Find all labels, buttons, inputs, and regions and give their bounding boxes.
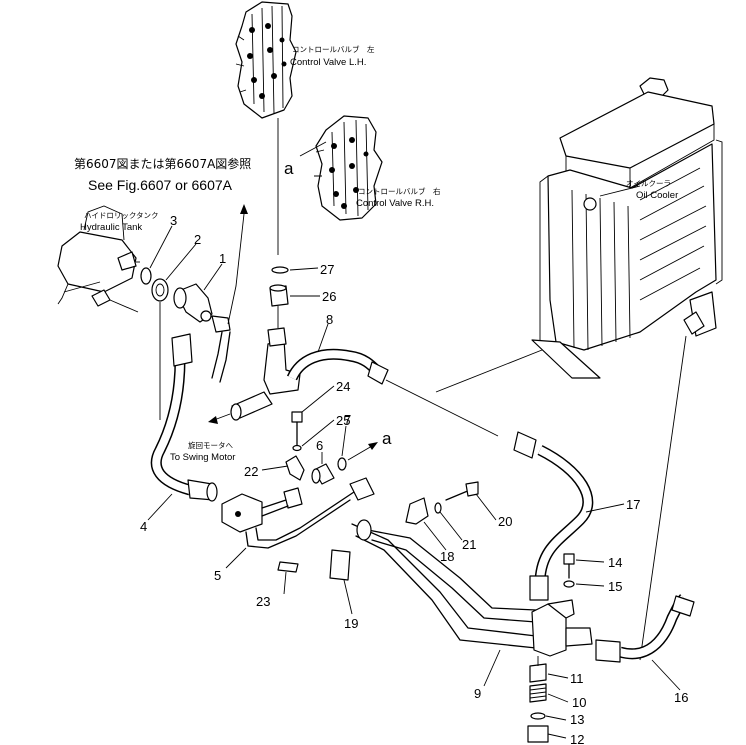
bolt-14 [563, 553, 575, 579]
adapter-26 [269, 284, 289, 328]
labels: 第6607図または第6607A図参照 See Fig.6607 or 6607A… [74, 44, 678, 463]
part-number: 20 [498, 514, 512, 529]
tank-label-en: Hydraulic Tank [80, 222, 142, 233]
clamp-22 [285, 455, 305, 481]
part-number: 19 [344, 616, 358, 631]
part-number: 1 [219, 251, 226, 266]
tank-label-jp: ハイドロリックタンク [84, 211, 159, 220]
swing-label-jp: 旋回モータへ [188, 440, 233, 450]
o-ring-13 [530, 712, 546, 720]
control-valve-rh [314, 115, 383, 221]
part-number: 21 [462, 537, 476, 552]
washer-21 [434, 502, 442, 514]
plate-23 [277, 561, 299, 573]
part-number: 2 [194, 232, 201, 247]
tee-fitting [208, 327, 301, 424]
part-number: 6 [316, 438, 323, 453]
part-number: 27 [320, 262, 334, 277]
part-number: 4 [140, 519, 147, 534]
part-number: 15 [608, 579, 622, 594]
fig-ref-jp: 第6607図または第6607A図参照 [74, 156, 251, 171]
part-number: 24 [336, 379, 350, 394]
part-number: 26 [322, 289, 336, 304]
washer-15 [563, 580, 575, 588]
ref-letter-a-top: a [284, 159, 294, 178]
part-number: 23 [256, 594, 270, 609]
part-number: 14 [608, 555, 622, 570]
part-number: 13 [570, 712, 584, 727]
part-number: 8 [326, 312, 333, 327]
clamp-18 [405, 497, 429, 525]
callout-leaders [147, 141, 681, 739]
connector-6 [311, 463, 335, 485]
hose-17 [513, 431, 594, 601]
plug-12 [527, 725, 549, 743]
control-valve-lh [235, 1, 297, 119]
part-number: 10 [572, 695, 586, 710]
cooler-label-jp: オイルクーラ [626, 179, 671, 188]
cv-rh-label-jp: コントロールバルブ 右 [358, 186, 441, 196]
swing-label-en: To Swing Motor [170, 452, 235, 463]
part-number: 12 [570, 732, 584, 745]
part-number: 3 [170, 213, 177, 228]
hose-16 [595, 594, 695, 663]
cv-lh-label-jp: コントロールバルブ 左 [292, 44, 375, 54]
part-number: 22 [244, 464, 258, 479]
part-number: 25 [336, 413, 350, 428]
tubes-9 [351, 519, 537, 649]
bolt-20 [445, 481, 479, 501]
hydraulic-tank [57, 205, 140, 313]
part-number: 11 [570, 671, 584, 686]
plate-19 [329, 549, 351, 581]
part-number: 18 [440, 549, 454, 564]
cooler-label-en: Oil Cooler [636, 190, 678, 201]
elbow-1 [173, 283, 231, 333]
adapter-11 [529, 663, 547, 683]
cv-rh-label-en: Control Valve R.H. [356, 198, 434, 209]
part-number: 17 [626, 497, 640, 512]
block-manifold [531, 599, 593, 657]
part-number: 5 [214, 568, 221, 583]
bolt-24 [291, 411, 303, 447]
part-number: 9 [474, 686, 481, 701]
tube-5 [221, 477, 375, 549]
part-number: 7 [344, 412, 351, 427]
part-number: 16 [674, 690, 688, 705]
o-ring-3 [140, 267, 152, 285]
hose-4 [150, 333, 218, 502]
fig-ref-en: See Fig.6607 or 6607A [88, 177, 233, 193]
cv-lh-label-en: Control Valve L.H. [290, 57, 366, 68]
part-numbers: 1 2 3 4 5 6 7 8 9 10 11 12 13 14 15 16 1… [140, 213, 688, 745]
o-ring-7 [337, 457, 347, 471]
hose-8 [286, 348, 389, 385]
ref-letter-a-bottom: a [382, 429, 392, 448]
adapter-2 [151, 278, 169, 302]
washer-25 [292, 444, 302, 452]
o-ring-27 [271, 266, 289, 274]
oil-cooler [531, 77, 723, 379]
